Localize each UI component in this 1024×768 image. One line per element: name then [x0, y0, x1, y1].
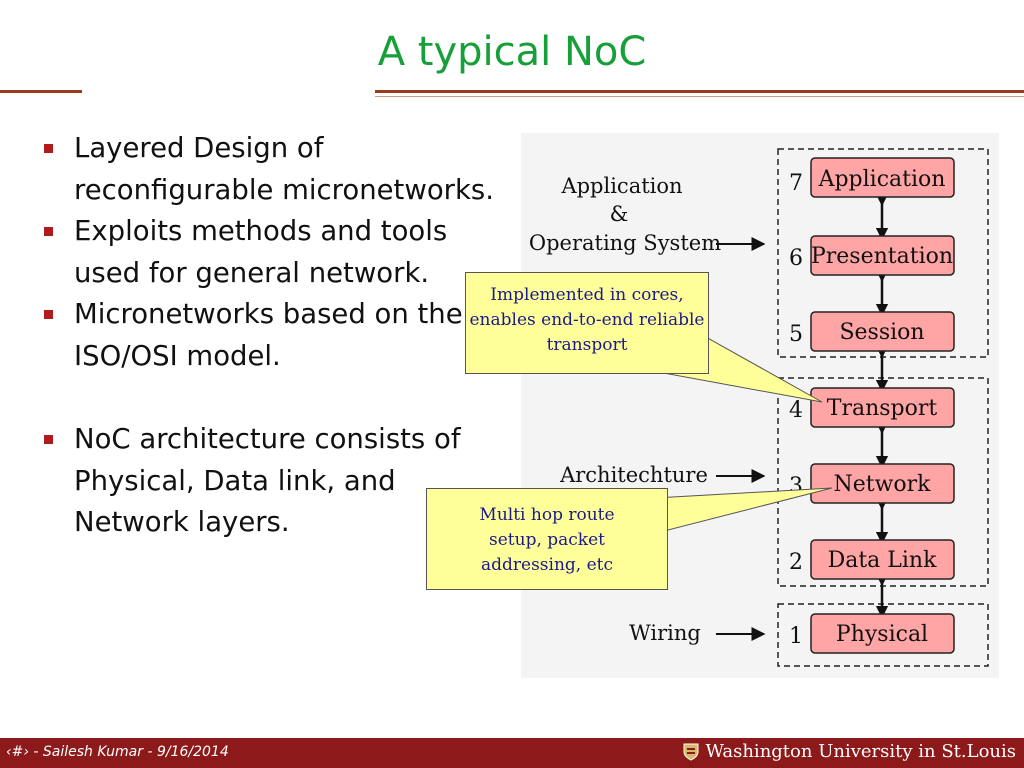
svg-text:7: 7 — [789, 171, 803, 196]
bullet-item: Exploits methods and tools used for gene… — [44, 211, 514, 294]
callout-network: Multi hop route setup, packet addressing… — [426, 488, 668, 590]
university-name: Washington University in St.Louis — [705, 741, 1016, 762]
svg-text:4: 4 — [789, 398, 803, 423]
svg-text:1: 1 — [789, 624, 803, 649]
layer-transport: Transport 4 — [789, 387, 955, 428]
svg-text:Transport: Transport — [827, 396, 938, 421]
svg-text:Network: Network — [833, 472, 931, 497]
bullet-square-icon — [44, 310, 53, 319]
layer-application: Application 7 — [789, 157, 955, 198]
layer-network: Network 3 — [789, 463, 955, 504]
university-shield-icon — [683, 743, 699, 761]
footer-bar: ‹#› - Sailesh Kumar - 9/16/2014 Washingt… — [0, 738, 1024, 768]
svg-text:6: 6 — [789, 246, 803, 271]
side-label-application: Application — [560, 174, 682, 198]
callout-transport: Implemented in cores, enables end-to-end… — [465, 272, 709, 374]
layer-physical: Physical 1 — [789, 613, 955, 654]
slide-title: A typical NoC — [377, 29, 647, 75]
svg-text:Presentation: Presentation — [811, 244, 953, 269]
bullet-item: NoC architecture consists of Physical, D… — [44, 419, 514, 544]
side-label-architecture: Architechture — [559, 463, 708, 487]
bullet-item: Micronetworks based on the ISO/OSI model… — [44, 294, 514, 377]
svg-text:Data Link: Data Link — [828, 548, 938, 573]
svg-text:Session: Session — [839, 320, 924, 345]
footer-left-text: ‹#› - Sailesh Kumar - 9/16/2014 — [6, 744, 229, 760]
svg-text:Physical: Physical — [836, 622, 928, 647]
bullet-square-icon — [44, 144, 53, 153]
footer-right: Washington University in St.Louis — [683, 741, 1016, 762]
bullet-square-icon — [44, 227, 53, 236]
bullet-list: Layered Design of reconfigurable microne… — [44, 128, 514, 544]
svg-text:Application: Application — [818, 167, 946, 192]
title-rule-right — [375, 90, 1024, 93]
layer-presentation: Presentation 6 — [789, 235, 955, 276]
side-label-operating-system: Operating System — [529, 231, 721, 255]
bullet-item: Layered Design of reconfigurable microne… — [44, 128, 514, 211]
layer-data-link: Data Link 2 — [789, 539, 955, 580]
layer-session: Session 5 — [789, 311, 955, 352]
bullet-square-icon — [44, 435, 53, 444]
side-label-wiring: Wiring — [629, 621, 701, 645]
svg-text:2: 2 — [789, 550, 803, 575]
svg-text:5: 5 — [789, 322, 803, 347]
title-rule-thin — [375, 96, 1024, 97]
side-label-ampersand: & — [610, 202, 629, 226]
title-rule-left — [0, 90, 82, 93]
